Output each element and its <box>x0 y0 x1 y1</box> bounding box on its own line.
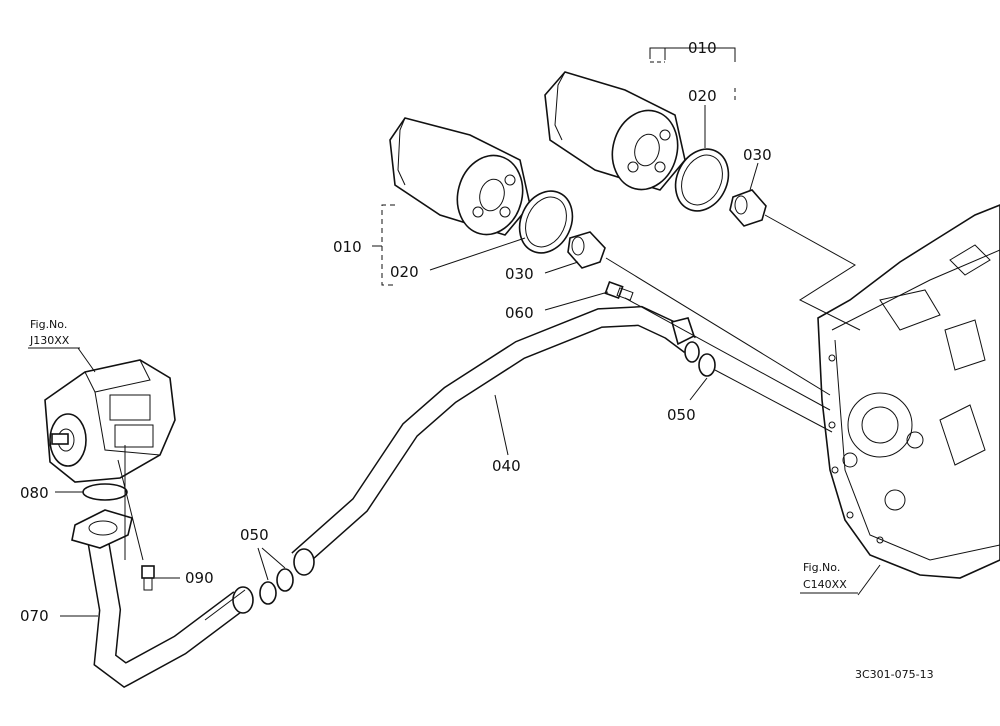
pipe-040 <box>291 305 700 576</box>
label-090: 090 <box>185 569 214 587</box>
fig-ref-pump-line2: J130XX <box>29 334 70 347</box>
label-010-left: 010 <box>333 238 362 256</box>
gasket-left <box>518 190 574 254</box>
transmission-housing <box>817 204 1000 579</box>
bolt-060 <box>604 280 634 301</box>
leader-lines <box>55 47 881 617</box>
label-030-top: 030 <box>743 146 772 164</box>
label-010-top: 010 <box>688 39 717 57</box>
fig-ref-trans-line1: Fig.No. <box>803 561 840 574</box>
label-050-right: 050 <box>667 406 696 424</box>
oil-filter-right <box>544 71 686 191</box>
label-040: 040 <box>492 457 521 475</box>
o-ring-080 <box>82 483 128 501</box>
label-050-left: 050 <box>240 526 269 544</box>
pipe-070 <box>71 509 254 689</box>
nipple-left <box>567 231 606 269</box>
oil-filter-left <box>389 117 531 236</box>
nipple-right <box>729 189 767 227</box>
gasket-right <box>674 148 730 212</box>
label-020-left: 020 <box>390 263 419 281</box>
label-070: 070 <box>20 607 49 625</box>
bolt-090 <box>141 565 155 591</box>
drawing-code: 3C301-075-13 <box>855 668 934 681</box>
label-080: 080 <box>20 484 49 502</box>
fig-ref-trans-line2: C140XX <box>803 578 847 591</box>
o-ring-050-right <box>698 353 716 377</box>
o-rings-050-left <box>259 568 294 605</box>
label-030-left: 030 <box>505 265 534 283</box>
label-060: 060 <box>505 304 534 322</box>
hydraulic-pump <box>44 359 176 483</box>
label-020-top: 020 <box>688 87 717 105</box>
fig-ref-pump-line1: Fig.No. <box>30 318 67 331</box>
